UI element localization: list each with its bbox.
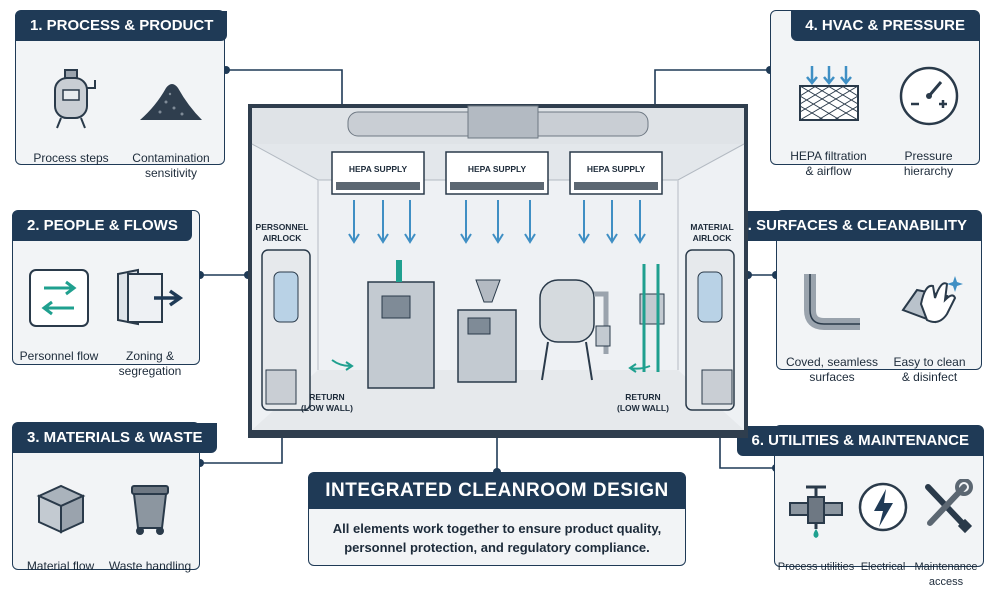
- panel-title: 5. SURFACES & CLEANABILITY: [725, 211, 981, 241]
- powder-pile-icon: [140, 84, 202, 120]
- item-process-utilities: Process utilities: [775, 464, 857, 575]
- item-label: Personnel flow: [19, 349, 99, 363]
- item-easy-clean: Easy to clean & disinfect: [882, 255, 977, 385]
- item-waste-handling: Waste handling: [105, 463, 195, 574]
- zoning-panels-icon: [117, 268, 184, 326]
- cardboard-box-icon: [36, 484, 85, 534]
- item-label: Zoning & segregation: [118, 349, 182, 378]
- wiping-hand-icon: [900, 276, 963, 324]
- item-label: Electrical: [860, 561, 906, 573]
- item-label: Pressure hierarchy: [903, 149, 954, 178]
- summary-box: INTEGRATED CLEANROOM DESIGN All elements…: [308, 472, 686, 566]
- item-label: HEPA filtration & airflow: [790, 149, 867, 178]
- hepa-supply-label-1: HEPA SUPPLY: [348, 164, 408, 174]
- tools-icon: [925, 479, 973, 534]
- panel-title: 6. UTILITIES & MAINTENANCE: [737, 426, 983, 456]
- hepa-supply-label-3: HEPA SUPPLY: [586, 164, 646, 174]
- panel-title: 2. PEOPLE & FLOWS: [13, 211, 192, 241]
- hepa-supply-label-2: HEPA SUPPLY: [467, 164, 527, 174]
- coved-corner-icon: [804, 274, 860, 330]
- summary-title: INTEGRATED CLEANROOM DESIGN: [309, 473, 685, 509]
- item-label: Coved, seamless surfaces: [785, 355, 879, 384]
- waste-bin-icon: [131, 485, 169, 535]
- panel-surfaces-cleanability: 5. SURFACES & CLEANABILITY Coved, seamle…: [725, 210, 982, 384]
- item-label: Process utilities: [777, 561, 855, 573]
- item-material-flow: Material flow: [18, 463, 103, 574]
- item-coved-surfaces: Coved, seamless surfaces: [782, 255, 882, 385]
- panel-hvac-pressure: 4. HVAC & PRESSURE HEPA filtration & air…: [770, 10, 980, 178]
- valve-tap-icon: [789, 485, 843, 538]
- summary-text: All elements work together to ensure pro…: [332, 521, 662, 555]
- item-label: Contamination sensitivity: [132, 151, 210, 180]
- item-zoning-segregation: Zoning & segregation: [105, 253, 195, 379]
- cleanroom-illustration: HEPA SUPPLY HEPA SUPPLY HEPA SUPPLY PERS…: [248, 104, 748, 438]
- item-label: Material flow: [26, 559, 95, 573]
- panel-title: 4. HVAC & PRESSURE: [791, 11, 979, 41]
- item-personnel-flow: Personnel flow: [18, 253, 100, 364]
- lightning-icon: [858, 482, 908, 532]
- item-pressure-hierarchy: Pressure hierarchy: [881, 49, 976, 179]
- item-contamination-sensitivity: Contamination sensitivity: [121, 51, 221, 181]
- item-label: Maintenance access: [914, 561, 978, 588]
- panel-utilities-maintenance: 6. UTILITIES & MAINTENANCE Process utili…: [737, 425, 984, 588]
- cleanroom-drawing: [248, 104, 748, 438]
- pressure-gauge-icon: [899, 66, 958, 126]
- item-label: Easy to clean & disinfect: [893, 355, 966, 384]
- panel-materials-waste: 3. MATERIALS & WASTE Material flow Waste…: [12, 422, 217, 573]
- panel-people-flows: 2. PEOPLE & FLOWS Personnel flow Zoning …: [12, 210, 200, 378]
- item-electrical: Electrical: [855, 464, 911, 575]
- material-airlock-label: MATERIAL AIRLOCK: [690, 222, 734, 243]
- panel-process-product: 1. PROCESS & PRODUCT Process steps Conta…: [15, 10, 228, 180]
- hepa-filter-icon: [798, 66, 859, 121]
- return-left-label: RETURN (LOW WALL): [301, 392, 353, 413]
- reactor-vessel-icon: [54, 69, 96, 129]
- personnel-airlock-label: PERSONNEL AIRLOCK: [255, 222, 309, 243]
- panel-title: 3. MATERIALS & WASTE: [13, 423, 217, 453]
- item-maintenance-access: Maintenance access: [911, 464, 981, 590]
- item-hepa-filtration: HEPA filtration & airflow: [776, 49, 881, 179]
- item-label: Waste handling: [108, 559, 192, 573]
- return-right-label: RETURN (LOW WALL): [617, 392, 669, 413]
- item-label: Process steps: [33, 151, 109, 165]
- flow-arrows-icon: [29, 269, 89, 327]
- panel-title: 1. PROCESS & PRODUCT: [16, 11, 228, 41]
- item-process-steps: Process steps: [26, 51, 116, 166]
